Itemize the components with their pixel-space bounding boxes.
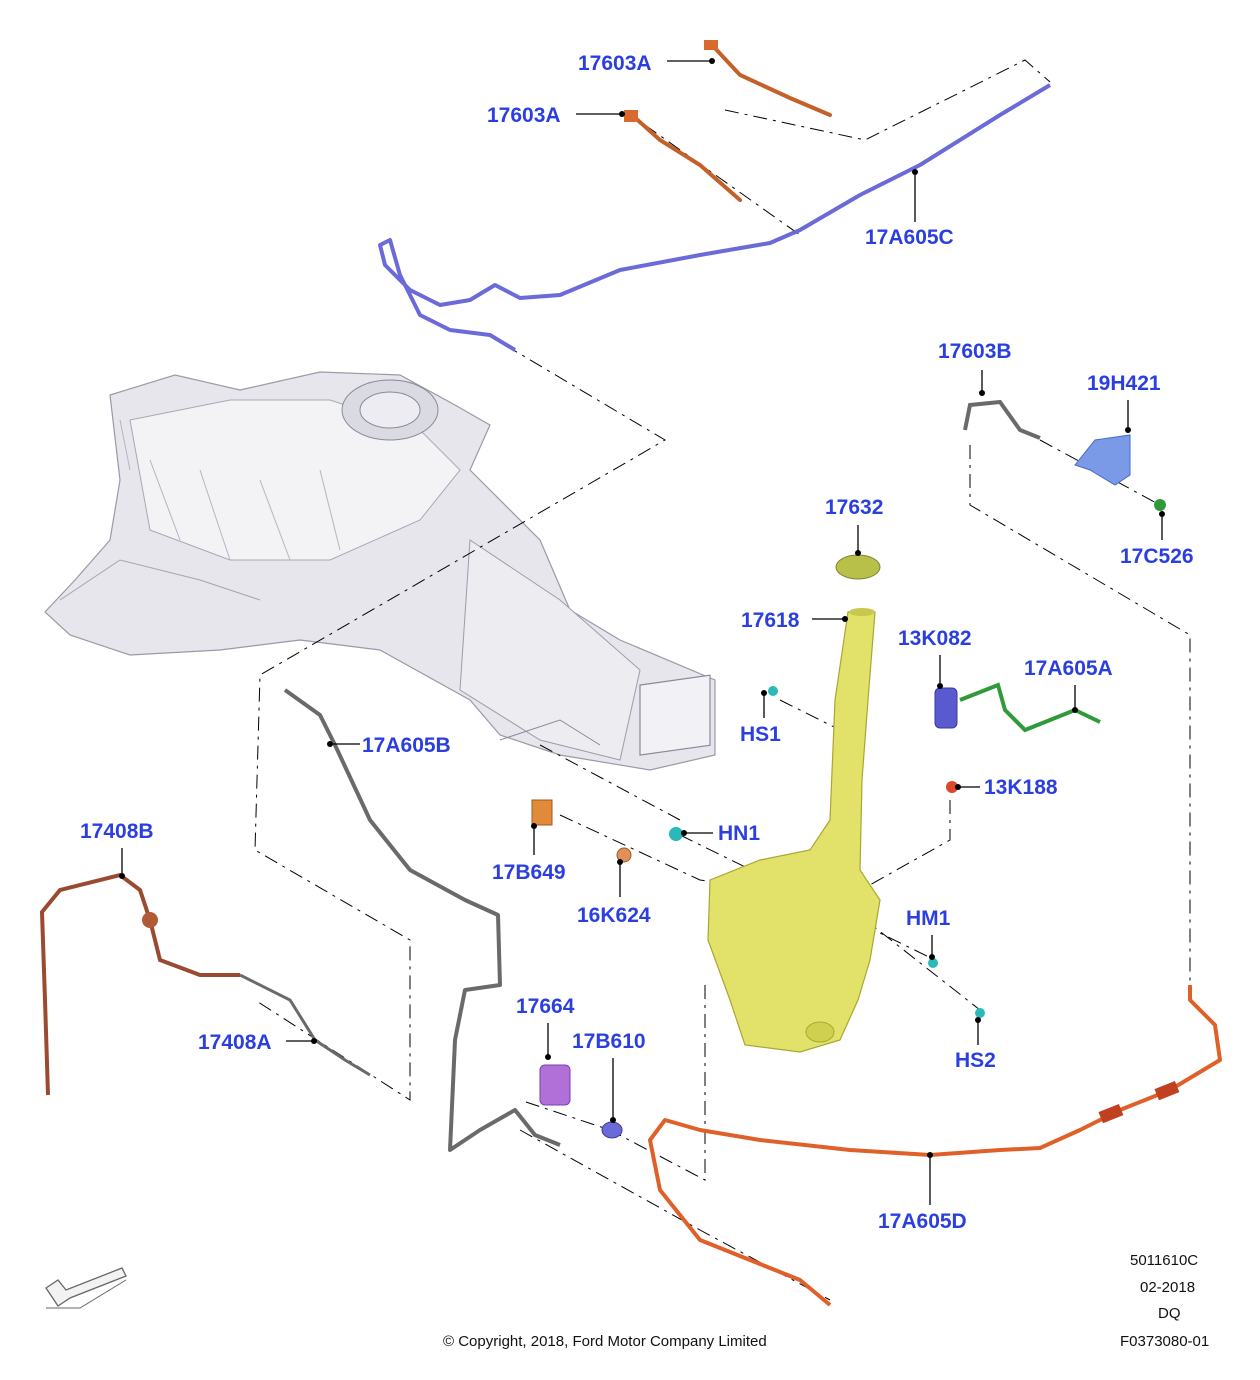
grommet-16K624[interactable] [616, 847, 632, 863]
hose-17A605B[interactable] [283, 688, 561, 1152]
label-17B649[interactable]: 17B649 [492, 861, 566, 884]
bracket-19H421[interactable] [1074, 434, 1131, 486]
pump-13K082[interactable] [934, 687, 958, 729]
label-13K188[interactable]: 13K188 [984, 776, 1058, 799]
alignment-lines [254, 59, 1191, 1301]
hose-17408A[interactable] [239, 973, 371, 1077]
hose-17603B[interactable] [963, 399, 1041, 440]
label-17603A-mid[interactable]: 17603A [487, 104, 561, 127]
pump-17664[interactable] [539, 1064, 571, 1106]
label-17B610[interactable]: 17B610 [572, 1030, 646, 1053]
label-17664[interactable]: 17664 [516, 995, 575, 1018]
part-labels: 17603A 17603A 17A605C 17603B 19H421 17C5… [80, 52, 1194, 1233]
label-17618[interactable]: 17618 [741, 609, 800, 632]
label-17A605C[interactable]: 17A605C [865, 226, 954, 249]
front-direction-arrow-icon [45, 1267, 127, 1309]
grommet-17B610[interactable] [601, 1121, 623, 1139]
diagram-date: 02-2018 [1140, 1279, 1196, 1296]
clip-HM1[interactable] [928, 958, 938, 968]
hose-17A605C[interactable] [378, 83, 1052, 352]
label-HS2[interactable]: HS2 [955, 1049, 996, 1072]
part-17603A-mid[interactable] [624, 110, 742, 202]
clip-HS1[interactable] [768, 686, 778, 696]
grommet-13K188[interactable] [946, 781, 958, 793]
label-17A605B[interactable]: 17A605B [362, 734, 451, 757]
connector-17B649[interactable] [531, 799, 553, 826]
hose-17A605A[interactable] [959, 682, 1101, 733]
label-17603A-top[interactable]: 17603A [578, 52, 652, 75]
label-HS1[interactable]: HS1 [740, 723, 781, 746]
label-17603B[interactable]: 17603B [938, 340, 1012, 363]
cap-17632[interactable] [835, 554, 881, 580]
diagram-code: 5011610C [1130, 1252, 1199, 1269]
leader-lines [119, 58, 1165, 1205]
clip-17C526[interactable] [1154, 499, 1166, 511]
label-17C526[interactable]: 17C526 [1120, 545, 1194, 568]
label-17408A[interactable]: 17408A [198, 1031, 272, 1054]
reservoir-17618[interactable] [707, 608, 881, 1053]
hose-17408B[interactable] [39, 872, 240, 1096]
label-HM1[interactable]: HM1 [906, 907, 951, 930]
label-HN1[interactable]: HN1 [718, 822, 760, 845]
diagram-region: DQ [1158, 1305, 1181, 1322]
label-13K082[interactable]: 13K082 [898, 627, 972, 650]
body-structure [44, 371, 716, 771]
label-17A605A[interactable]: 17A605A [1024, 657, 1113, 680]
label-19H421[interactable]: 19H421 [1087, 372, 1161, 395]
clip-HS2[interactable] [975, 1008, 985, 1018]
copyright-notice: © Copyright, 2018, Ford Motor Company Li… [443, 1333, 767, 1350]
figure-id: F0373080-01 [1120, 1333, 1210, 1350]
clip-HN1[interactable] [669, 827, 683, 841]
label-17A605D[interactable]: 17A605D [878, 1210, 967, 1233]
label-17408B[interactable]: 17408B [80, 820, 154, 843]
label-16K624[interactable]: 16K624 [577, 904, 651, 927]
label-17632[interactable]: 17632 [825, 496, 883, 519]
part-17603A-top[interactable] [704, 40, 832, 117]
